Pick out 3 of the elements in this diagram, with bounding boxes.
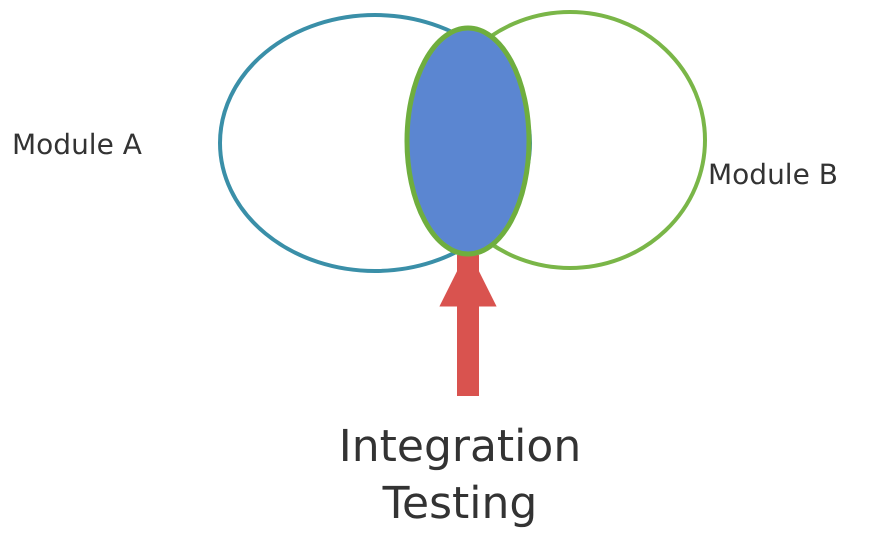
label-text: Module B — [708, 158, 838, 191]
label-text: Integration Testing — [338, 420, 582, 532]
label-text: Module A — [12, 128, 142, 161]
